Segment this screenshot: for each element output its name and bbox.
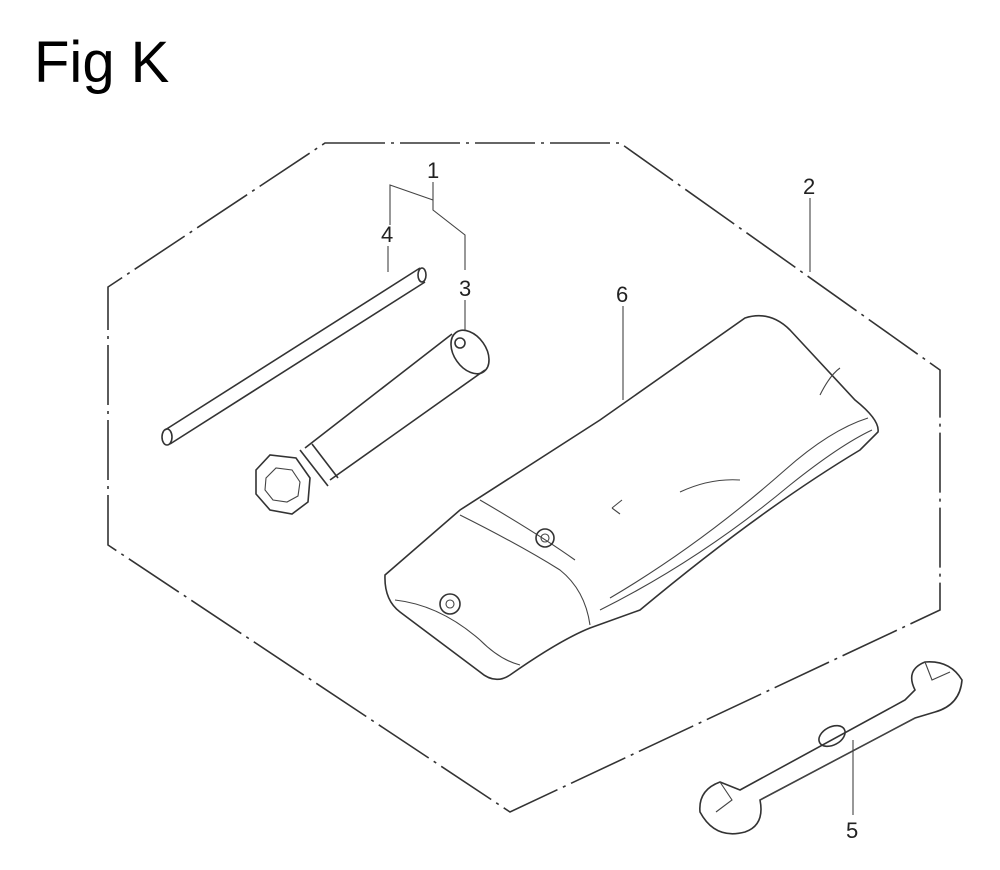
tool-bag-part xyxy=(384,314,879,681)
callout-6: 6 xyxy=(616,282,628,307)
open-end-wrench-part xyxy=(699,661,963,835)
callout-2: 2 xyxy=(803,174,815,199)
callout-5: 5 xyxy=(846,818,858,843)
callout-3: 3 xyxy=(459,276,471,301)
spark-plug-socket-wrench-part xyxy=(255,329,490,515)
callout-1: 1 xyxy=(427,158,439,183)
callout-4: 4 xyxy=(381,222,393,247)
leader-lines xyxy=(387,182,854,815)
figure-title: Fig K xyxy=(34,30,170,95)
tommy-bar-part xyxy=(161,267,427,446)
group-boundary-outline xyxy=(107,142,941,813)
